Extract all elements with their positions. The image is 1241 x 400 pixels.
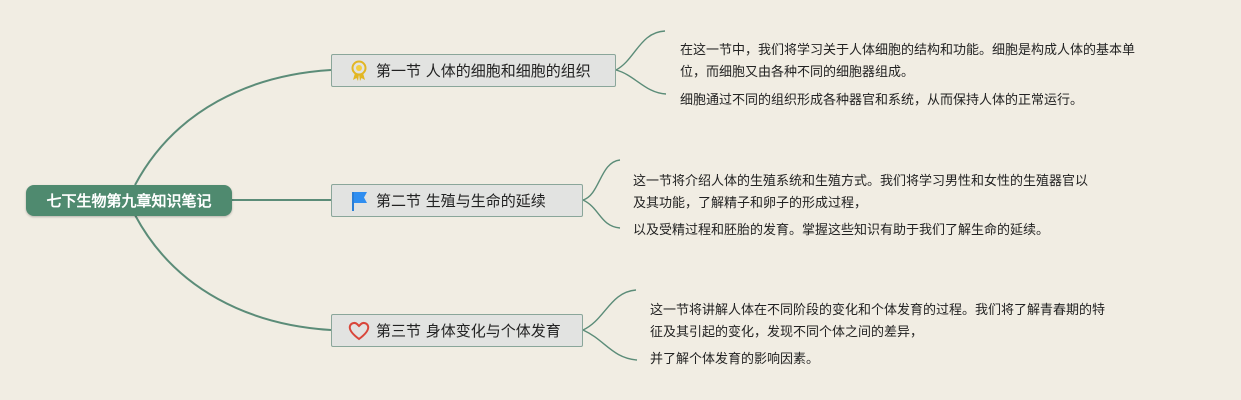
blue-flag-icon — [348, 190, 370, 212]
root-topic[interactable]: 七下生物第九章知识笔记 — [26, 185, 232, 216]
connector-branch-3-leaf-1 — [582, 289, 637, 331]
leaf-3-2[interactable]: 并了解个体发育的影响因素。 — [650, 349, 819, 371]
leaf-1-1[interactable]: 在这一节中，我们将学习关于人体细胞的结构和功能。细胞是构成人体的基本单 位，而细… — [680, 40, 1135, 84]
leaf-line: 并了解个体发育的影响因素。 — [650, 352, 820, 367]
connector-root-branch-3 — [134, 214, 332, 331]
leaf-1-2[interactable]: 细胞通过不同的组织形成各种器官和系统，从而保持人体的正常运行。 — [680, 90, 1083, 112]
leaf-line: 位，而细胞又由各种不同的细胞器组成。 — [680, 65, 915, 80]
leaf-line: 这一节将介绍人体的生殖系统和生殖方式。我们将学习男性和女性的生殖器官以 — [633, 174, 1089, 189]
leaf-line: 在这一节中，我们将学习关于人体细胞的结构和功能。细胞是构成人体的基本单 — [680, 43, 1136, 58]
award-ribbon-icon — [348, 60, 370, 82]
leaf-line: 及其功能，了解精子和卵子的形成过程， — [633, 196, 868, 211]
leaf-line: 这一节将讲解人体在不同阶段的变化和个体发育的过程。我们将了解青春期的特 — [650, 303, 1106, 318]
leaf-line: 以及受精过程和胚胎的发育。掌握这些知识有助于我们了解生命的延续。 — [633, 223, 1050, 238]
connector-branch-1-leaf-2 — [615, 69, 667, 95]
branch-topic-1[interactable]: 第一节 人体的细胞和细胞的组织 — [331, 54, 616, 87]
connector-branch-3-leaf-2 — [582, 329, 638, 361]
leaf-line: 细胞通过不同的组织形成各种器官和系统，从而保持人体的正常运行。 — [680, 93, 1084, 108]
leaf-line: 征及其引起的变化，发现不同个体之间的差异， — [650, 325, 924, 340]
connector-branch-2-leaf-2 — [582, 199, 621, 229]
connector-root-branch-1 — [134, 69, 332, 186]
leaf-2-2[interactable]: 以及受精过程和胚胎的发育。掌握这些知识有助于我们了解生命的延续。 — [633, 220, 1049, 242]
root-topic-label: 七下生物第九章知识笔记 — [46, 192, 212, 210]
branch-topic-3-label: 第三节 身体变化与个体发育 — [376, 322, 561, 340]
branch-topic-3[interactable]: 第三节 身体变化与个体发育 — [331, 314, 583, 347]
connector-branch-2-leaf-1 — [582, 159, 621, 201]
branch-topic-1-label: 第一节 人体的细胞和细胞的组织 — [376, 62, 591, 80]
heart-outline-icon — [348, 320, 370, 342]
branch-topic-2-label: 第二节 生殖与生命的延续 — [376, 192, 546, 210]
branch-topic-2[interactable]: 第二节 生殖与生命的延续 — [331, 184, 583, 217]
leaf-2-1[interactable]: 这一节将介绍人体的生殖系统和生殖方式。我们将学习男性和女性的生殖器官以 及其功能… — [633, 171, 1088, 215]
connector-branch-1-leaf-1 — [615, 30, 666, 71]
leaf-3-1[interactable]: 这一节将讲解人体在不同阶段的变化和个体发育的过程。我们将了解青春期的特 征及其引… — [650, 300, 1105, 344]
